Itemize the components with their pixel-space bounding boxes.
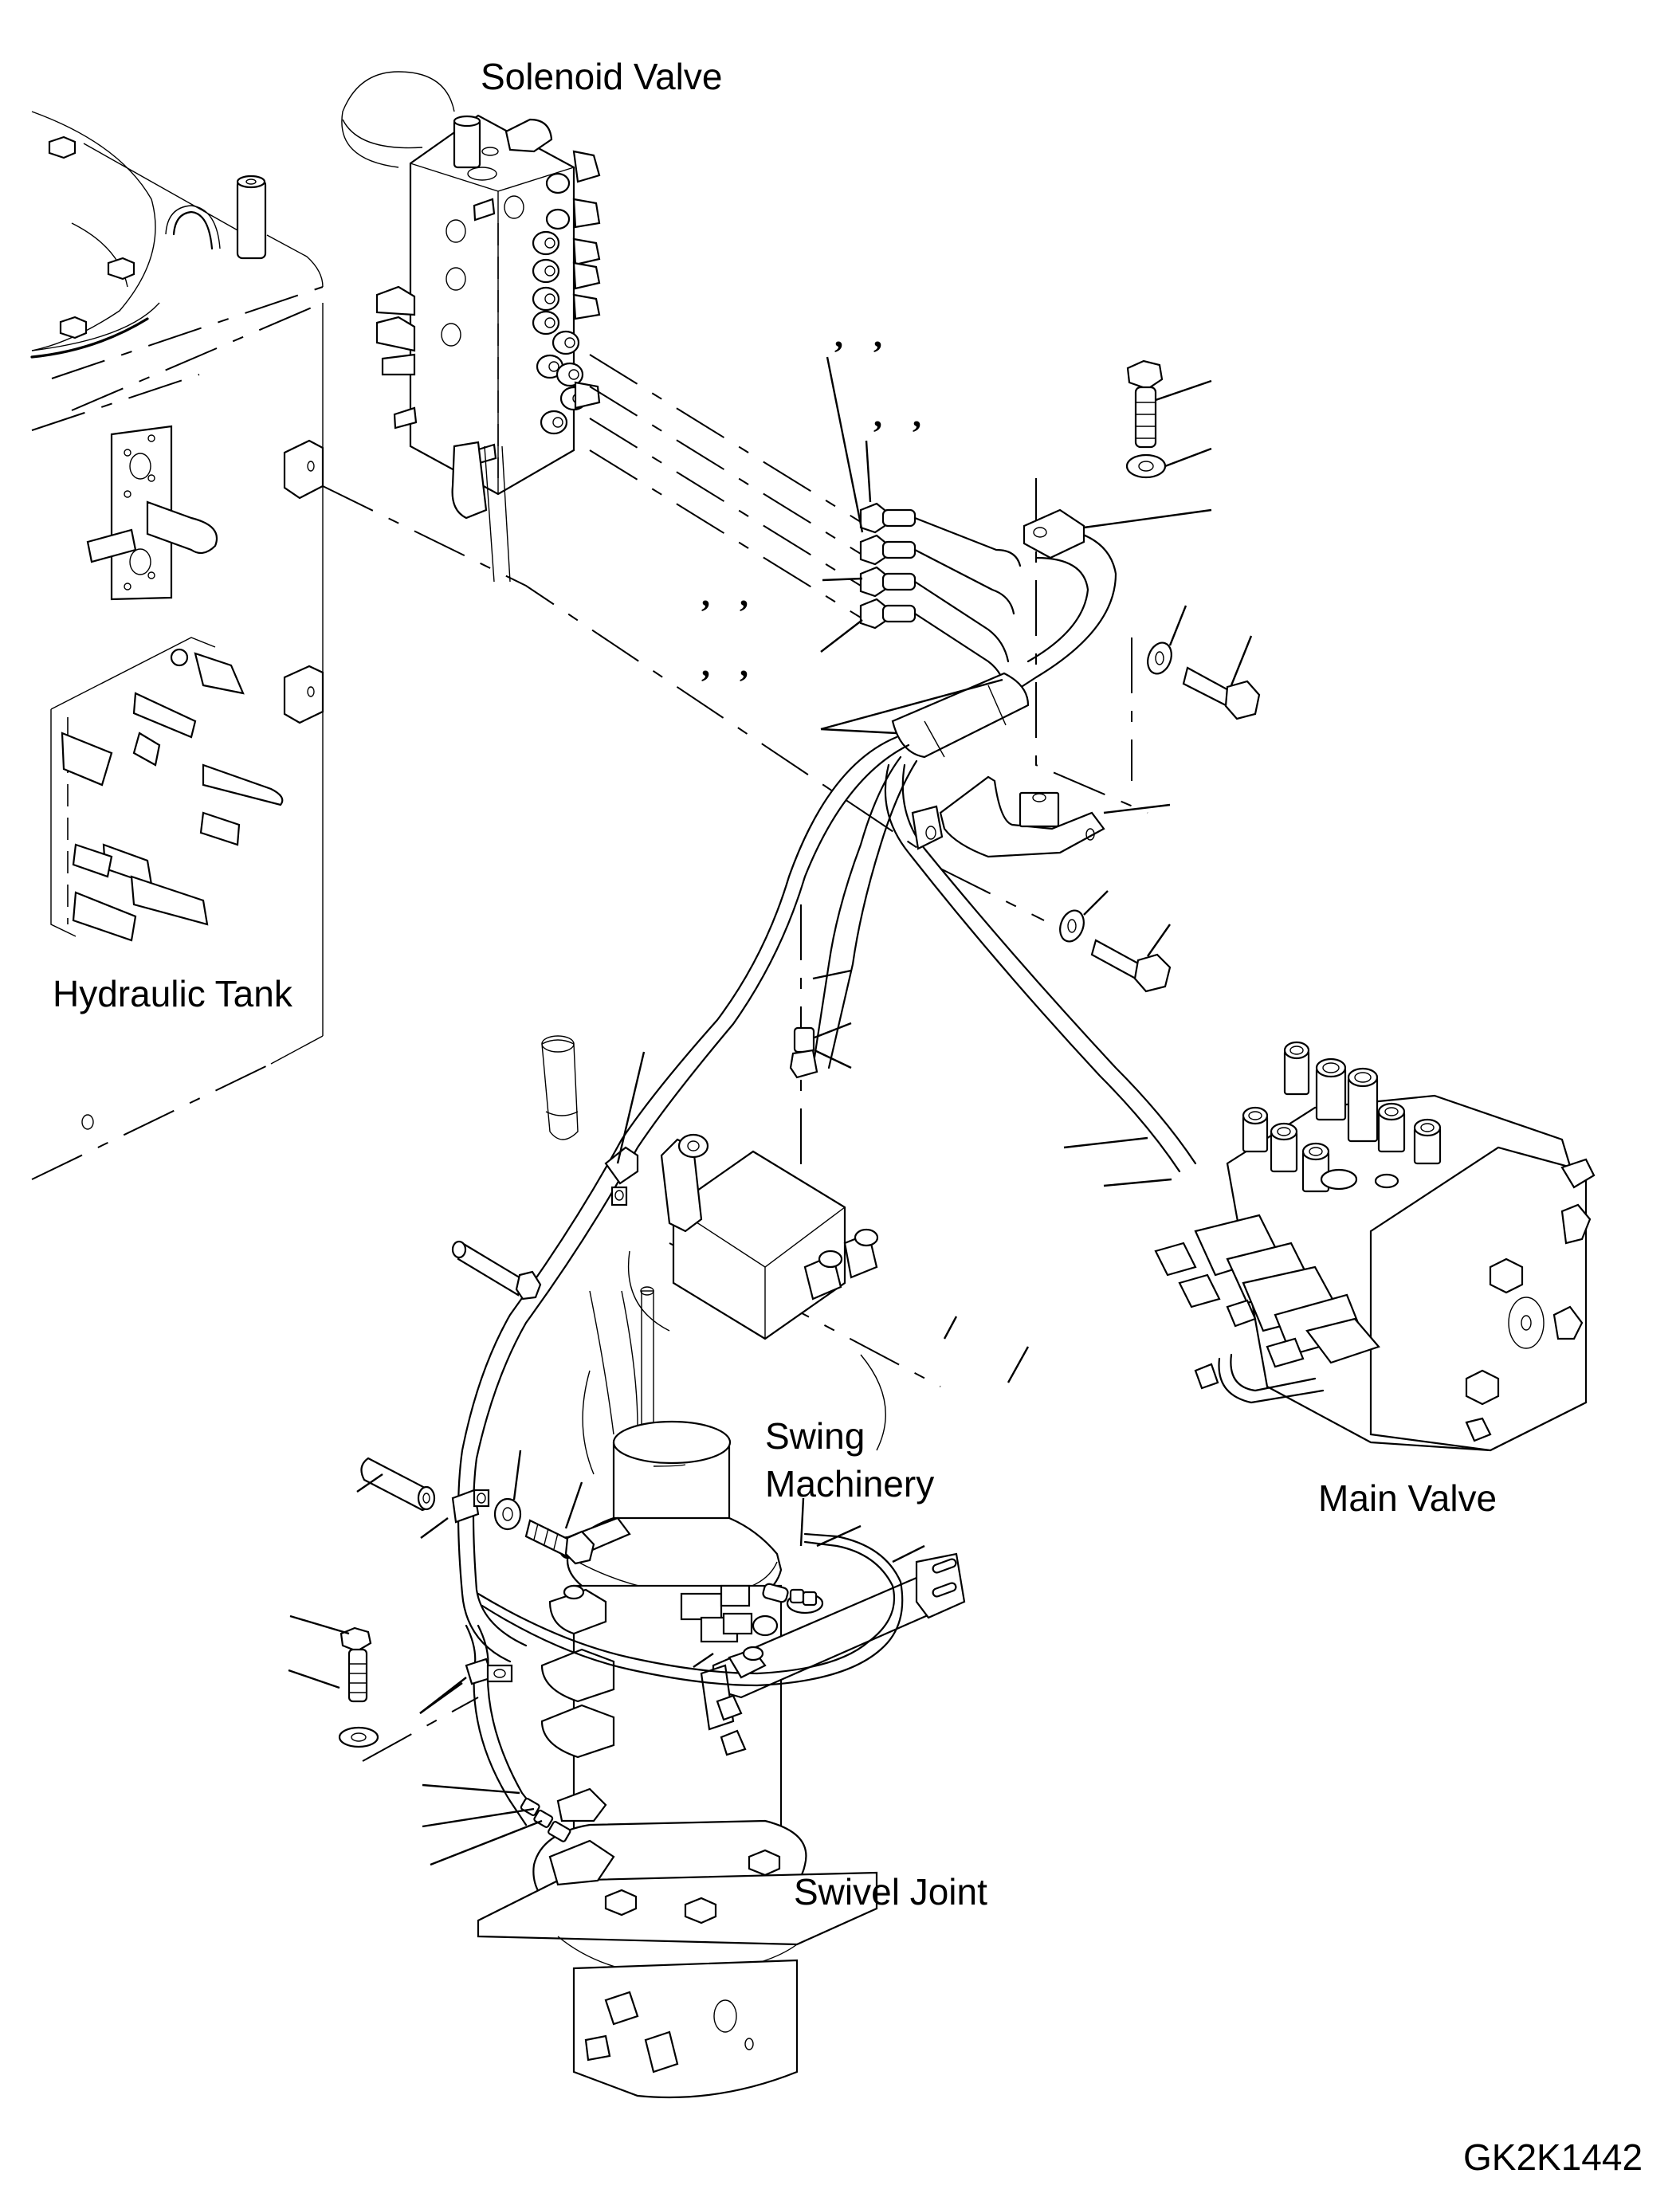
swing-machinery bbox=[451, 1035, 886, 1499]
bolt-right-middle bbox=[1147, 641, 1261, 720]
spacer-tube bbox=[360, 1457, 436, 1512]
breather-pipe bbox=[236, 175, 267, 260]
hose-fitting-2 bbox=[859, 534, 917, 566]
callout-comma: , bbox=[834, 316, 843, 355]
tank-manifold-fittings bbox=[61, 648, 284, 942]
label-main-valve: Main Valve bbox=[1318, 1477, 1497, 1519]
callout-comma: , bbox=[701, 645, 710, 684]
main-valve bbox=[1154, 1041, 1596, 1452]
tank-bracket-lower bbox=[283, 665, 324, 724]
hose-bundle bbox=[457, 672, 1197, 1663]
main-valve-ports bbox=[1242, 1041, 1442, 1193]
callout-comma: , bbox=[740, 575, 748, 614]
label-swing-machinery-line1: Swing bbox=[765, 1415, 865, 1457]
drawing-id: GK2K1442 bbox=[1463, 2136, 1643, 2178]
callout-comma: , bbox=[701, 575, 710, 614]
bolt-near-swing bbox=[524, 1519, 595, 1565]
callout-separators: , , , , , , , , bbox=[701, 316, 921, 684]
solenoid-valve-ports bbox=[532, 150, 601, 435]
projection-lines bbox=[322, 354, 1148, 1762]
hydraulic-tank bbox=[30, 111, 324, 1180]
label-swing-machinery-line2: Machinery bbox=[765, 1463, 934, 1505]
bolt-top-right bbox=[1125, 359, 1167, 479]
callout-comma: , bbox=[740, 645, 748, 684]
swivel-joint-ports bbox=[540, 1584, 615, 1886]
bolt-lower-left bbox=[338, 1626, 379, 1748]
hose-fittings bbox=[859, 502, 1117, 731]
hose-fitting-4 bbox=[859, 598, 917, 630]
label-swivel-joint: Swivel Joint bbox=[794, 1871, 987, 1913]
callout-leaders bbox=[288, 356, 1253, 1866]
main-valve-spools bbox=[1154, 1214, 1380, 1404]
callout-comma: , bbox=[913, 395, 921, 434]
callout-comma: , bbox=[873, 395, 882, 434]
hose-fitting-3 bbox=[859, 566, 917, 598]
center-hose-fitting bbox=[789, 1026, 818, 1079]
tank-bracket-upper bbox=[283, 439, 324, 500]
label-hydraulic-tank: Hydraulic Tank bbox=[53, 973, 293, 1014]
swivel-joint bbox=[451, 1420, 966, 2099]
washer-near-swing bbox=[493, 1497, 522, 1531]
cover-bolt-icon bbox=[48, 135, 135, 339]
callout-comma: , bbox=[873, 316, 882, 355]
label-solenoid-valve: Solenoid Valve bbox=[481, 56, 722, 97]
hose-fitting-1 bbox=[859, 502, 917, 534]
solenoid-valve bbox=[341, 71, 601, 583]
bolt-below-bracket bbox=[1059, 909, 1172, 993]
